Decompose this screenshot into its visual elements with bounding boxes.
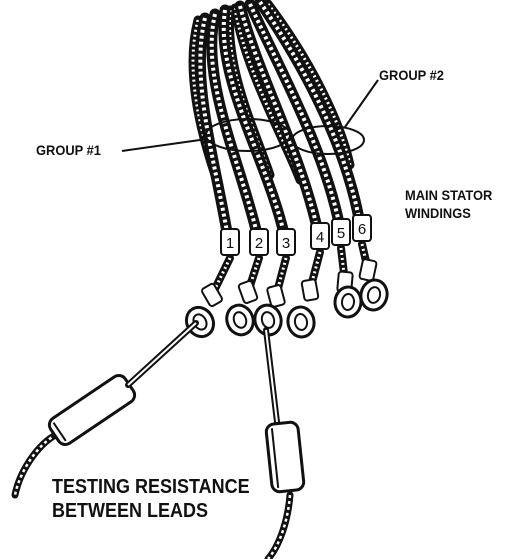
lead-crimp-2 <box>238 280 258 304</box>
probe-cord <box>268 495 290 559</box>
test-probe-right <box>266 330 305 559</box>
group-1-label: GROUP #1 <box>36 142 101 158</box>
lead-tag-number: 6 <box>358 221 366 238</box>
testing-resistance-line: TESTING RESISTANCE <box>52 475 250 499</box>
main-stator-line: MAIN STATOR <box>405 186 492 204</box>
lead-tag-1: 1 <box>221 229 239 255</box>
group-1-leader <box>122 139 207 151</box>
probe-handle <box>46 372 137 447</box>
lead-tag-number: 3 <box>282 235 290 252</box>
ring-terminal-4 <box>286 305 317 339</box>
lead-tag-number: 5 <box>337 225 345 242</box>
lead-tag-2: 2 <box>250 229 268 255</box>
meter-test-probes <box>15 323 304 559</box>
ring-terminal-2 <box>223 301 258 338</box>
stator-lead-wires <box>181 2 390 341</box>
lead-tag-number: 4 <box>316 229 324 246</box>
lead-tag-3: 3 <box>277 229 295 255</box>
probe-tip-sheen <box>128 323 196 385</box>
main-stator-windings-label: MAIN STATOR WINDINGS <box>405 186 492 222</box>
lead-tag-4: 4 <box>311 223 329 249</box>
probe-handle <box>266 422 305 493</box>
ring-terminal-6 <box>358 278 390 313</box>
between-leads-line: BETWEEN LEADS <box>52 499 250 523</box>
testing-resistance-caption: TESTING RESISTANCE BETWEEN LEADS <box>52 475 250 523</box>
lead-tag-number: 1 <box>226 235 234 252</box>
ring-terminal-5 <box>334 286 363 318</box>
lead-tag-5: 5 <box>332 219 350 245</box>
windings-line: WINDINGS <box>405 204 492 222</box>
probe-tip-sheen <box>266 330 277 422</box>
group-2-label: GROUP #2 <box>379 67 444 83</box>
lead-crimp-4 <box>301 279 318 301</box>
group-2-leader <box>345 80 378 127</box>
test-probe-left <box>15 323 196 495</box>
lead-crimp-6 <box>359 259 377 281</box>
lead-tag-number: 2 <box>255 235 263 252</box>
ring-terminal-1 <box>181 303 219 342</box>
lead-tag-6: 6 <box>353 215 371 241</box>
